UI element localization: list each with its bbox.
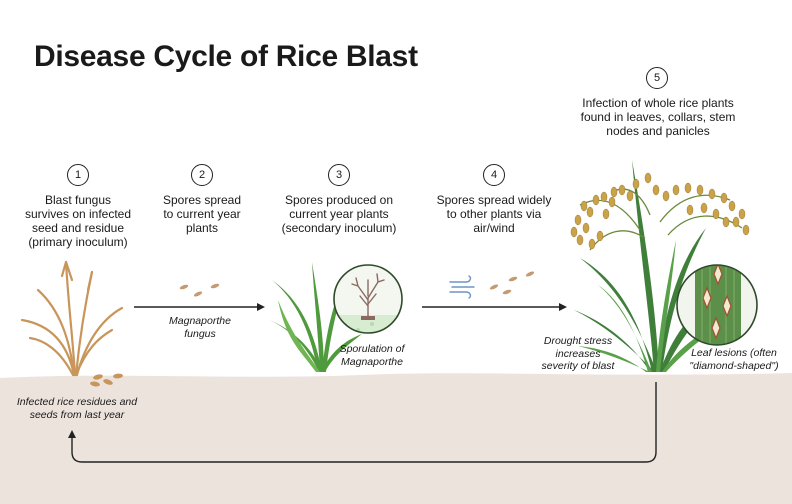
step-4-number: 4 [483,164,505,186]
step-2-number: 2 [191,164,213,186]
sporulation-magnifier-icon [333,264,403,334]
step-5-number: 5 [646,67,668,89]
step-1-number: 1 [67,164,89,186]
soil-ground [0,373,792,504]
infected-seeds [90,373,123,387]
diagram-title: Disease Cycle of Rice Blast [34,40,418,73]
dead-rice-plant-icon [20,260,124,377]
spore-icon [489,271,535,295]
cycle-return-arrow [68,382,657,463]
leaf-lesion-magnifier-icon [676,264,758,346]
wind-icon [449,275,475,299]
step-3-number: 3 [328,164,350,186]
infected-rice-plant-icon [570,160,750,372]
rice-seedling-icon [270,262,362,372]
spore-icon [179,283,220,297]
caption-leaf-lesions: Leaf lesions (often"diamond-shaped") [689,347,779,372]
